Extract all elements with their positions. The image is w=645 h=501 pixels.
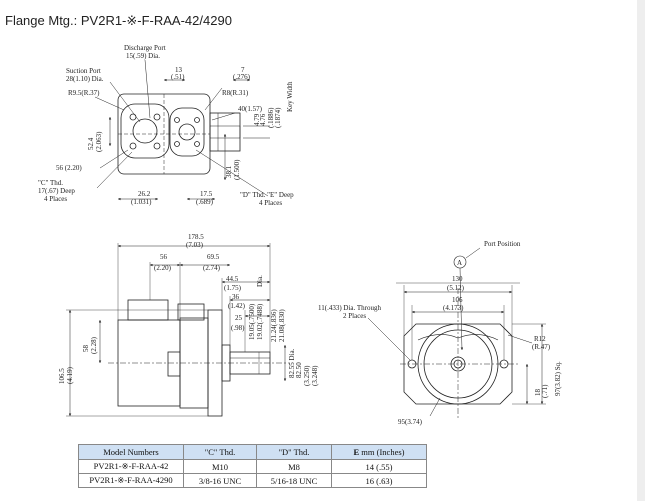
svg-text:106.5: 106.5: [58, 368, 66, 384]
col-c-thd: "C" Thd.: [183, 444, 257, 460]
svg-text:4.79: 4.79: [253, 113, 261, 126]
front-view-labels: Port Position A 130 (5.12) 106 (4.173) 1…: [318, 240, 562, 426]
svg-text:26.2: 26.2: [138, 190, 151, 198]
svg-text:(1.42): (1.42): [228, 302, 246, 310]
svg-text:17(.67) Deep: 17(.67) Deep: [38, 187, 75, 195]
svg-text:2 Places: 2 Places: [343, 312, 366, 320]
svg-text:R8(R.31): R8(R.31): [222, 89, 249, 97]
svg-text:38.1: 38.1: [225, 165, 233, 178]
svg-text:(2.74): (2.74): [203, 264, 221, 272]
cell-d-thd: M8: [256, 459, 332, 474]
svg-text:19.05(.7500): 19.05(.7500): [248, 303, 256, 340]
side-view-labels: 178.5 (7.03) 56 (2.20) 69.5 (2.74) 44.5 …: [58, 233, 319, 386]
cell-c-thd: 3/8-16 UNC: [183, 473, 257, 488]
svg-text:178.5: 178.5: [188, 233, 204, 241]
svg-text:"C" Thd.: "C" Thd.: [38, 179, 63, 187]
svg-text:56: 56: [160, 253, 168, 261]
svg-text:56 (2.20): 56 (2.20): [56, 164, 82, 172]
svg-text:(.71): (.71): [541, 384, 549, 398]
svg-text:(.276): (.276): [233, 73, 251, 81]
svg-text:Key Width: Key Width: [286, 81, 294, 112]
col-model: Model Numbers: [78, 444, 184, 460]
svg-text:82.55 Dia.: 82.55 Dia.: [288, 348, 296, 378]
svg-text:R9.5(R.37): R9.5(R.37): [68, 89, 100, 97]
svg-text:(1.75): (1.75): [224, 284, 242, 292]
svg-text:Port Position: Port Position: [484, 240, 521, 248]
svg-text:(3.248): (3.248): [311, 365, 319, 386]
scrollbar-track[interactable]: [637, 0, 645, 501]
svg-text:(4.19): (4.19): [66, 366, 74, 384]
svg-text:40(1.57): 40(1.57): [238, 105, 263, 113]
svg-text:"D" Thd. "E" Deep: "D" Thd. "E" Deep: [240, 191, 294, 199]
svg-text:(1.500): (1.500): [233, 159, 241, 180]
svg-text:11(.433) Dia. Through: 11(.433) Dia. Through: [318, 304, 381, 312]
top-view-labels: Discharge Port 15(.59) Dia. Suction Port…: [38, 44, 294, 207]
svg-text:Dia.: Dia.: [256, 275, 264, 287]
col-d-thd: "D" Thd.: [256, 444, 332, 460]
svg-text:4 Places: 4 Places: [259, 199, 282, 207]
table-header-row: Model Numbers "C" Thd. "D" Thd. E mm (In…: [78, 444, 427, 460]
cell-e: 16 (.63): [331, 473, 427, 488]
svg-text:106: 106: [452, 296, 463, 304]
top-view: [94, 59, 270, 201]
svg-text:Discharge Port: Discharge Port: [124, 44, 166, 52]
svg-text:(5.12): (5.12): [447, 284, 465, 292]
table-row: PV2R1-※-F-RAA-42 M10 M8 14 (.55): [78, 459, 427, 474]
cell-e: 14 (.55): [331, 459, 427, 474]
svg-text:82.50: 82.50: [295, 362, 303, 378]
svg-text:(1.031): (1.031): [131, 198, 152, 206]
svg-text:A: A: [457, 259, 462, 267]
svg-text:(3.250): (3.250): [303, 365, 311, 386]
side-view: [66, 243, 290, 417]
svg-text:69.5: 69.5: [207, 253, 220, 261]
svg-text:(7.03): (7.03): [186, 241, 204, 249]
svg-text:4.76: 4.76: [259, 113, 267, 126]
svg-text:52.4: 52.4: [87, 137, 95, 150]
svg-text:97(3.82) Sq.: 97(3.82) Sq.: [554, 361, 562, 396]
svg-text:21.08(.830): 21.08(.830): [278, 309, 286, 342]
svg-text:58: 58: [82, 345, 90, 353]
svg-text:4 Places: 4 Places: [44, 195, 67, 203]
svg-text:(.1874): (.1874): [274, 107, 282, 128]
svg-text:7: 7: [241, 66, 245, 74]
svg-text:95(3.74): 95(3.74): [398, 418, 423, 426]
svg-text:28(1.10) Dia.: 28(1.10) Dia.: [66, 75, 104, 83]
svg-text:21.24(.836): 21.24(.836): [270, 309, 278, 342]
spec-table: Model Numbers "C" Thd. "D" Thd. E mm (In…: [78, 444, 427, 488]
cell-model: PV2R1-※-F-RAA-42: [78, 459, 184, 474]
svg-text:(.1886): (.1886): [267, 107, 275, 128]
svg-text:18: 18: [534, 389, 542, 397]
svg-text:R12: R12: [534, 335, 546, 343]
svg-text:13: 13: [175, 66, 183, 74]
svg-text:17.5: 17.5: [200, 190, 213, 198]
front-view: [367, 247, 546, 418]
svg-text:(2.20): (2.20): [154, 264, 172, 272]
svg-text:(2.063): (2.063): [95, 131, 103, 152]
svg-text:(4.173): (4.173): [443, 304, 464, 312]
svg-text:(.98): (.98): [231, 324, 245, 332]
svg-text:Suction Port: Suction Port: [66, 67, 101, 75]
svg-text:(.689): (.689): [196, 198, 214, 206]
svg-text:(R.47): (R.47): [532, 343, 551, 351]
table-row: PV2R1-※-F-RAA-4290 3/8-16 UNC 5/16-18 UN…: [78, 473, 427, 488]
svg-text:(.51): (.51): [171, 73, 185, 81]
col-e: E mm (Inches): [331, 444, 427, 460]
svg-text:19.02(.7488): 19.02(.7488): [256, 303, 264, 340]
cell-d-thd: 5/16-18 UNC: [256, 473, 332, 488]
svg-text:130: 130: [452, 275, 463, 283]
page-title: Flange Mtg.: PV2R1-※-F-RAA-42/4290: [5, 13, 232, 28]
svg-text:25: 25: [235, 314, 243, 322]
svg-text:36: 36: [232, 293, 240, 301]
svg-text:15(.59) Dia.: 15(.59) Dia.: [126, 52, 160, 60]
svg-text:44.5: 44.5: [226, 275, 239, 283]
svg-text:(2.28): (2.28): [90, 336, 98, 354]
cell-c-thd: M10: [183, 459, 257, 474]
cell-model: PV2R1-※-F-RAA-4290: [78, 473, 184, 488]
